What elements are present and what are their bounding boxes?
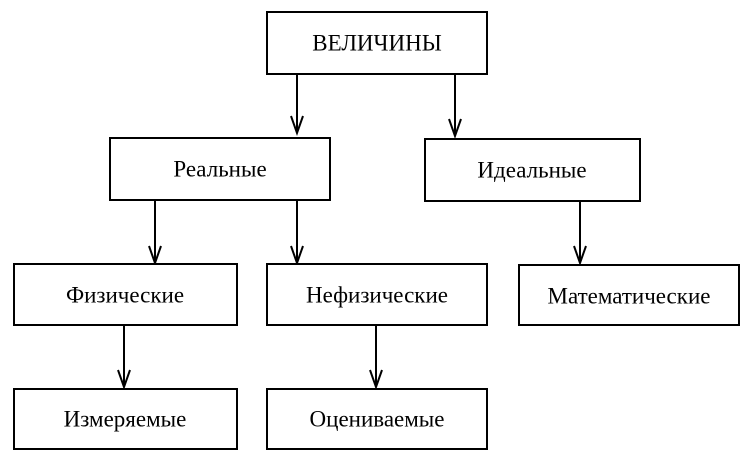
edge-nefizicheskie-otsenivaemye [369,325,383,391]
node-label-fizicheskie: Физические [66,283,184,308]
node-velichiny: ВЕЛИЧИНЫ [266,11,488,75]
edge-velichiny-idealnye [448,74,462,140]
node-label-matematicheskie: Математические [548,284,711,309]
node-nefizicheskie: Нефизические [266,263,488,326]
node-label-nefizicheskie: Нефизические [306,283,448,308]
arrowhead-icon [117,369,131,391]
node-label-velichiny: ВЕЛИЧИНЫ [312,31,442,56]
node-label-izmeryaemye: Измеряемые [64,407,187,432]
node-fizicheskie: Физические [13,263,238,326]
node-label-idealnye: Идеальные [477,158,586,183]
edge-velichiny-realnye [290,74,304,137]
arrowhead-icon [448,118,462,140]
node-matematicheskie: Математические [518,264,740,326]
node-label-realnye: Реальные [173,157,266,182]
node-izmeryaemye: Измеряемые [13,388,238,450]
edge-fizicheskie-izmeryaemye [117,325,131,391]
node-label-otsenivaemye: Оцениваемые [310,407,445,432]
arrowhead-icon [573,245,587,267]
edge-realnye-fizicheskie [148,200,162,267]
arrowhead-icon [290,115,304,137]
arrowhead-icon [369,369,383,391]
edge-realnye-nefizicheskie [290,200,304,267]
node-idealnye: Идеальные [424,138,641,202]
node-otsenivaemye: Оцениваемые [266,388,488,450]
edge-idealnye-matematicheskie [573,201,587,267]
node-realnye: Реальные [109,137,331,201]
